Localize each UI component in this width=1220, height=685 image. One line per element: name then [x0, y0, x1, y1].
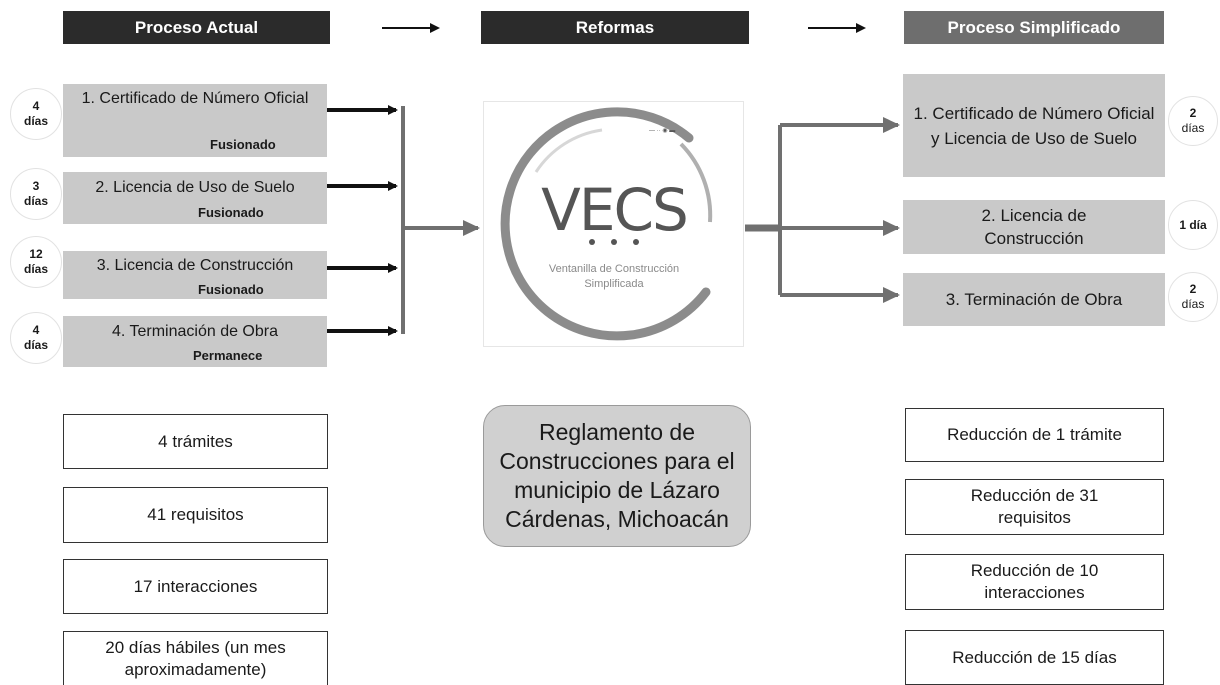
header-proceso-simplificado: Proceso Simplificado: [904, 11, 1164, 44]
left-black-arrows: [327, 105, 398, 336]
current-step-2: 2. Licencia de Uso de Suelo Fusionado: [63, 172, 327, 224]
current-step-2-title: 2. Licencia de Uso de Suelo: [95, 179, 295, 196]
current-step-1-note: Fusionado: [210, 137, 276, 152]
simplified-step-2-title: 2. Licencia de Construcción: [981, 206, 1087, 248]
simplified-step-3: 3. Terminación de Obra: [903, 273, 1165, 326]
current-step-1: 1. Certificado de Número Oficial Fusiona…: [63, 84, 327, 157]
simplified-step-2: 2. Licencia de Construcción: [903, 200, 1165, 254]
reduction-stat-requisitos: Reducción de 31 requisitos: [905, 479, 1164, 535]
right-gray-arrows: [745, 117, 900, 303]
simplified-step-1: 1. Certificado de Número Oficial y Licen…: [903, 74, 1165, 177]
vecs-acronym: VECS: [541, 176, 687, 244]
reduction-stat-tramite: Reducción de 1 trámite: [905, 408, 1164, 462]
current-stat-interacciones: 17 interacciones: [63, 559, 328, 614]
simplified-step-2-days-badge: 1 día: [1168, 200, 1218, 250]
reduction-stat-dias: Reducción de 15 días: [905, 630, 1164, 685]
current-step-4-title: 4. Terminación de Obra: [111, 323, 278, 340]
logo-dot: [589, 239, 595, 245]
vecs-logo-graphic: — ·· ◉ ▬ VECS Ventanilla de Construcción…: [500, 107, 713, 341]
current-step-4: 4. Terminación de Obra Permanece: [63, 316, 327, 367]
header-proceso-actual: Proceso Actual: [63, 11, 330, 44]
current-stat-dias: 20 días hábiles (un mes aproximadamente): [63, 631, 328, 685]
current-stat-requisitos: 41 requisitos: [63, 487, 328, 543]
vecs-line-1: Ventanilla de Construcción: [549, 263, 679, 275]
regulation-text: Reglamento de Construcciones para el mun…: [499, 419, 735, 532]
current-step-1-title: 1. Certificado de Número Oficial: [81, 90, 309, 107]
logo-dot: [611, 239, 617, 245]
current-step-4-note: Permanece: [193, 348, 263, 363]
regulation-box: Reglamento de Construcciones para el mun…: [483, 405, 751, 547]
vecs-logo: — ·· ◉ ▬ VECS Ventanilla de Construcción…: [483, 101, 744, 347]
current-step-3-title: 3. Licencia de Construcción: [96, 257, 294, 274]
current-step-3: 3. Licencia de Construcción Fusionado: [63, 251, 327, 299]
current-step-3-note: Fusionado: [198, 282, 264, 297]
simplified-step-3-title: 3. Terminación de Obra: [945, 290, 1123, 309]
logo-dot: [633, 239, 639, 245]
svg-text:— ·· ◉ ▬: — ·· ◉ ▬: [649, 128, 675, 134]
header-reformas: Reformas: [481, 11, 749, 44]
current-step-2-note: Fusionado: [198, 205, 264, 220]
reduction-stat-interacciones: Reducción de 10 interacciones: [905, 554, 1164, 610]
vecs-line-2: Simplificada: [584, 278, 644, 290]
simplified-step-1-title: 1. Certificado de Número Oficial y Licen…: [913, 103, 1155, 148]
current-stat-tramites: 4 trámites: [63, 414, 328, 469]
